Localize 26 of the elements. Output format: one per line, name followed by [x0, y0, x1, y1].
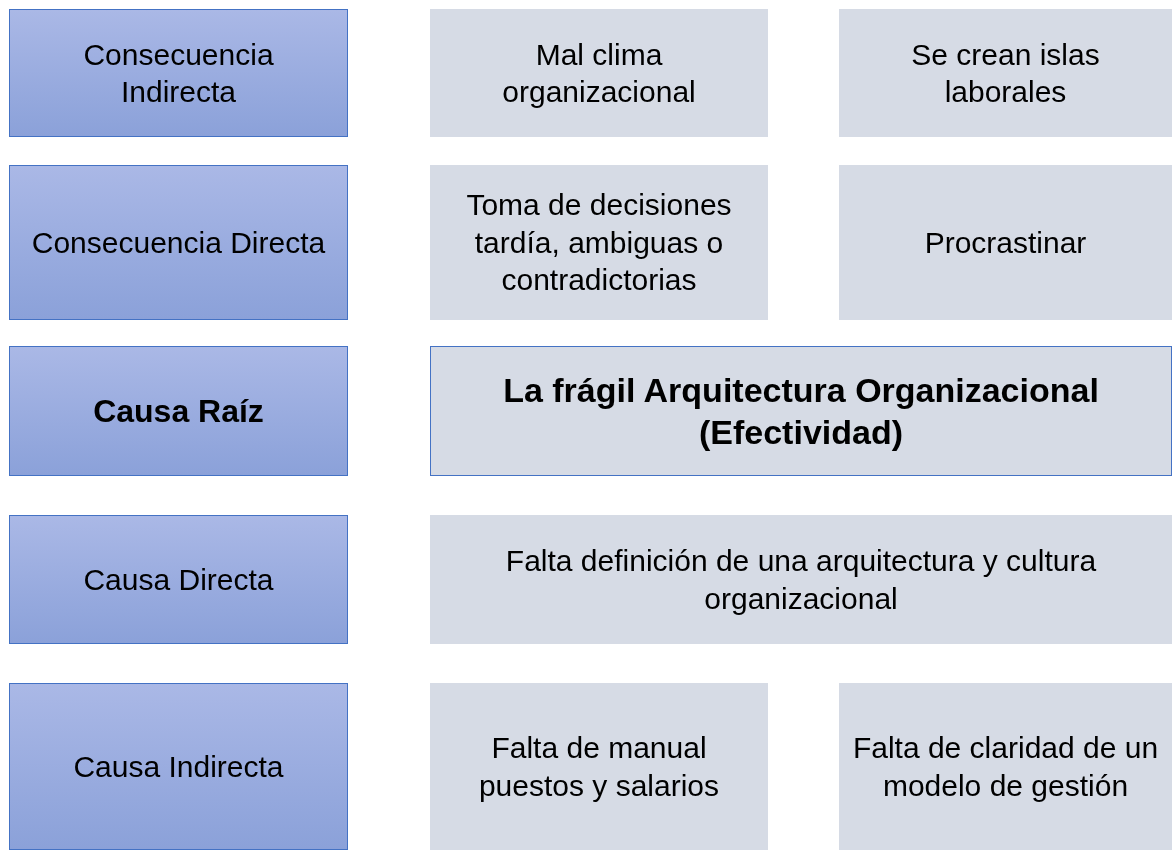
- box-text: Falta de manual puestos y salarios: [477, 730, 721, 804]
- row-label-box: [9, 346, 348, 476]
- box-text: Causa Indirecta: [73, 748, 284, 785]
- text-box: [839, 165, 1172, 320]
- text-box: [430, 515, 1172, 644]
- text-box: [430, 9, 768, 137]
- box-text: Procrastinar: [924, 224, 1087, 261]
- row-label-box: [9, 165, 348, 320]
- box-text: Falta de claridad de un modelo de gestión: [851, 730, 1160, 804]
- text-box: [839, 683, 1172, 850]
- box-text: Mal clima organizacional: [501, 36, 697, 110]
- row-label-box: [9, 515, 348, 644]
- box-text: La frágil Arquitectura Organizacional (Efectividad): [502, 369, 1100, 453]
- box-text: Causa Raíz: [93, 392, 264, 431]
- box-text: Consecuencia Indirecta: [82, 36, 275, 110]
- box-text: Consecuencia Directa: [31, 224, 326, 261]
- box-text: Causa Directa: [83, 561, 274, 598]
- text-box: [430, 683, 768, 850]
- text-box: [839, 9, 1172, 137]
- box-text: Toma de decisiones tardía, ambiguas o contradictorias: [465, 187, 733, 299]
- text-box: [430, 165, 768, 320]
- row-label-box: [9, 9, 348, 137]
- root-cause-box: [430, 346, 1172, 476]
- box-text: Falta definición de una arquitectura y cultura organizacional: [504, 543, 1098, 617]
- row-label-box: [9, 683, 348, 850]
- box-text: Se crean islas laborales: [910, 36, 1101, 110]
